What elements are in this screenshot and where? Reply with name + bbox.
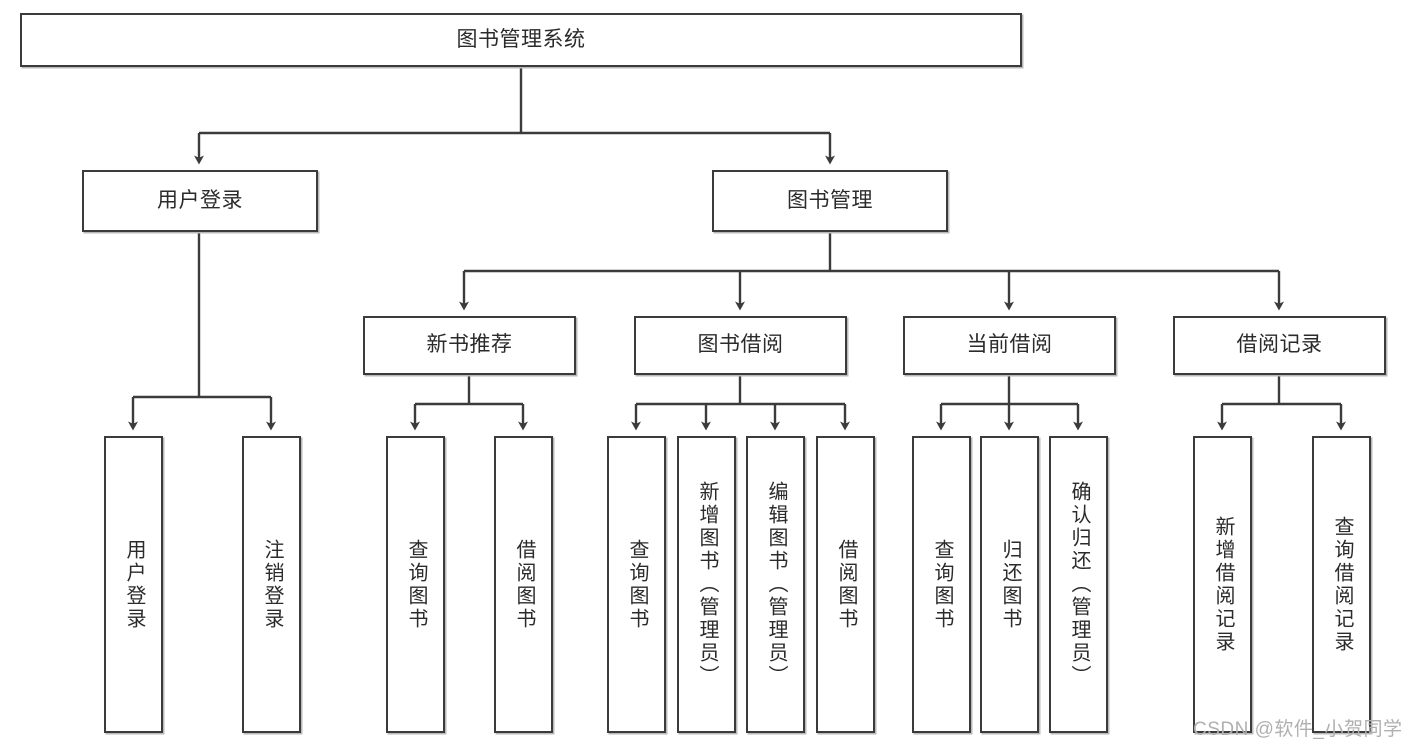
node-new-book-recommend[interactable]: 新书推荐 bbox=[363, 316, 576, 375]
node-leaf-borrow-book-1[interactable]: 借阅图书 bbox=[494, 436, 553, 733]
node-leaf-borrow-book-1-label: 借阅图书 bbox=[513, 538, 535, 631]
node-leaf-query-book-2-label: 查询图书 bbox=[626, 538, 648, 631]
node-leaf-add-book[interactable]: 新增图书（管理员） bbox=[677, 436, 736, 733]
node-leaf-query-book-2[interactable]: 查询图书 bbox=[607, 436, 666, 733]
node-user-login-label: 用户登录 bbox=[157, 188, 243, 212]
node-leaf-edit-book-label: 编辑图书（管理员） bbox=[765, 481, 787, 688]
node-leaf-query-borrow-record-label: 查询借阅记录 bbox=[1331, 515, 1353, 654]
node-leaf-borrow-book-2[interactable]: 借阅图书 bbox=[816, 436, 875, 733]
node-leaf-return-book-label: 归还图书 bbox=[999, 538, 1021, 631]
node-leaf-add-book-label: 新增图书（管理员） bbox=[696, 481, 718, 688]
node-book-borrow-label: 图书借阅 bbox=[697, 333, 784, 357]
node-root-label: 图书管理系统 bbox=[456, 27, 586, 51]
node-book-management-label: 图书管理 bbox=[787, 188, 873, 212]
node-book-borrow[interactable]: 图书借阅 bbox=[634, 316, 847, 375]
node-leaf-query-book-1-label: 查询图书 bbox=[405, 538, 427, 631]
node-leaf-confirm-return[interactable]: 确认归还（管理员） bbox=[1049, 436, 1108, 733]
node-current-borrow[interactable]: 当前借阅 bbox=[903, 316, 1116, 375]
node-borrow-record-label: 借阅记录 bbox=[1236, 333, 1323, 357]
node-leaf-query-book-3-label: 查询图书 bbox=[931, 538, 953, 631]
node-user-login[interactable]: 用户登录 bbox=[82, 170, 318, 232]
node-leaf-add-borrow-record-label: 新增借阅记录 bbox=[1212, 515, 1234, 654]
node-leaf-borrow-book-2-label: 借阅图书 bbox=[835, 538, 857, 631]
node-leaf-user-login[interactable]: 用户登录 bbox=[104, 436, 163, 733]
node-leaf-query-book-3[interactable]: 查询图书 bbox=[912, 436, 971, 733]
node-root[interactable]: 图书管理系统 bbox=[20, 13, 1022, 67]
node-borrow-record[interactable]: 借阅记录 bbox=[1173, 316, 1386, 375]
node-leaf-query-book-1[interactable]: 查询图书 bbox=[386, 436, 445, 733]
node-leaf-user-login-label: 用户登录 bbox=[123, 538, 145, 631]
node-new-book-recommend-label: 新书推荐 bbox=[426, 333, 513, 357]
node-leaf-add-borrow-record[interactable]: 新增借阅记录 bbox=[1193, 436, 1252, 733]
node-leaf-confirm-return-label: 确认归还（管理员） bbox=[1068, 481, 1090, 688]
node-leaf-query-borrow-record[interactable]: 查询借阅记录 bbox=[1312, 436, 1371, 733]
node-leaf-logout-login[interactable]: 注销登录 bbox=[242, 436, 301, 733]
node-leaf-edit-book[interactable]: 编辑图书（管理员） bbox=[746, 436, 805, 733]
node-leaf-logout-login-label: 注销登录 bbox=[261, 538, 283, 631]
node-current-borrow-label: 当前借阅 bbox=[966, 333, 1053, 357]
node-leaf-return-book[interactable]: 归还图书 bbox=[980, 436, 1039, 733]
node-book-management[interactable]: 图书管理 bbox=[712, 170, 948, 232]
